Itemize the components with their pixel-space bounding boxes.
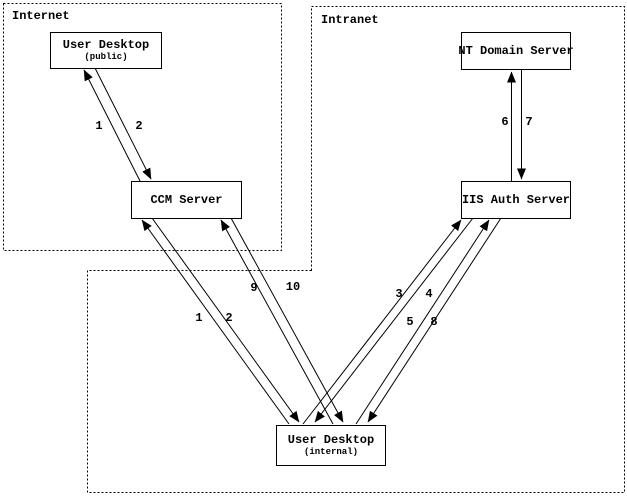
flow-line-8-iis-to-internal bbox=[367, 217, 502, 423]
node-title: User Desktop bbox=[62, 37, 150, 52]
flow-line-3-internal-to-iis bbox=[302, 219, 462, 425]
node-nt-domain-server: NT Domain Server bbox=[458, 32, 574, 70]
intranet-zone-label: Intranet bbox=[321, 13, 379, 27]
edge-label-6-iis-nt: 6 bbox=[501, 115, 509, 129]
node-title: CCM Server bbox=[150, 192, 223, 207]
node-user-desktop-internal: User Desktop (internal) bbox=[276, 425, 386, 466]
edge-label-1-public-ccm: 1 bbox=[95, 119, 103, 133]
edge-label-5-internal-iis: 5 bbox=[406, 315, 414, 329]
edge-label-1-internal-ccm: 1 bbox=[195, 311, 203, 325]
internet-zone-border bbox=[3, 3, 282, 251]
edge-label-4-iis-internal: 4 bbox=[425, 287, 433, 301]
flow-line-5-internal-to-iis bbox=[355, 219, 490, 425]
node-subtitle: (internal) bbox=[303, 446, 358, 457]
node-user-desktop-public: User Desktop (public) bbox=[50, 32, 162, 69]
flow-line-1-public-to-ccm bbox=[94, 67, 152, 180]
flow-line-2-ccm-to-public bbox=[83, 69, 141, 182]
flow-line-9-internal-to-ccm bbox=[220, 219, 334, 425]
flow-line-1-internal-to-ccm bbox=[141, 219, 290, 425]
intranet-and-internal-zone-border bbox=[87, 6, 625, 493]
edge-label-7-nt-iis: 7 bbox=[525, 115, 533, 129]
edge-label-2-ccm-internal: 2 bbox=[225, 311, 233, 325]
flow-line-10-ccm-to-internal bbox=[230, 217, 344, 423]
node-ccm-server: CCM Server bbox=[131, 181, 242, 219]
edge-label-9-internal-ccm: 9 bbox=[250, 281, 258, 295]
flow-line-4-iis-to-internal bbox=[314, 217, 474, 423]
flow-line-2-ccm-to-internal bbox=[151, 217, 300, 423]
node-subtitle: (public) bbox=[84, 51, 128, 62]
node-title: User Desktop bbox=[287, 432, 375, 447]
edge-label-10-ccm-internal: 10 bbox=[285, 280, 301, 294]
internet-zone-label: Internet bbox=[12, 9, 70, 23]
node-iis-auth-server: IIS Auth Server bbox=[461, 181, 571, 219]
edge-label-2-ccm-public: 2 bbox=[135, 119, 143, 133]
node-title: NT Domain Server bbox=[458, 43, 574, 58]
edge-label-3-internal-iis: 3 bbox=[395, 287, 403, 301]
edge-label-8-iis-internal: 8 bbox=[430, 315, 438, 329]
node-title: IIS Auth Server bbox=[461, 192, 571, 207]
